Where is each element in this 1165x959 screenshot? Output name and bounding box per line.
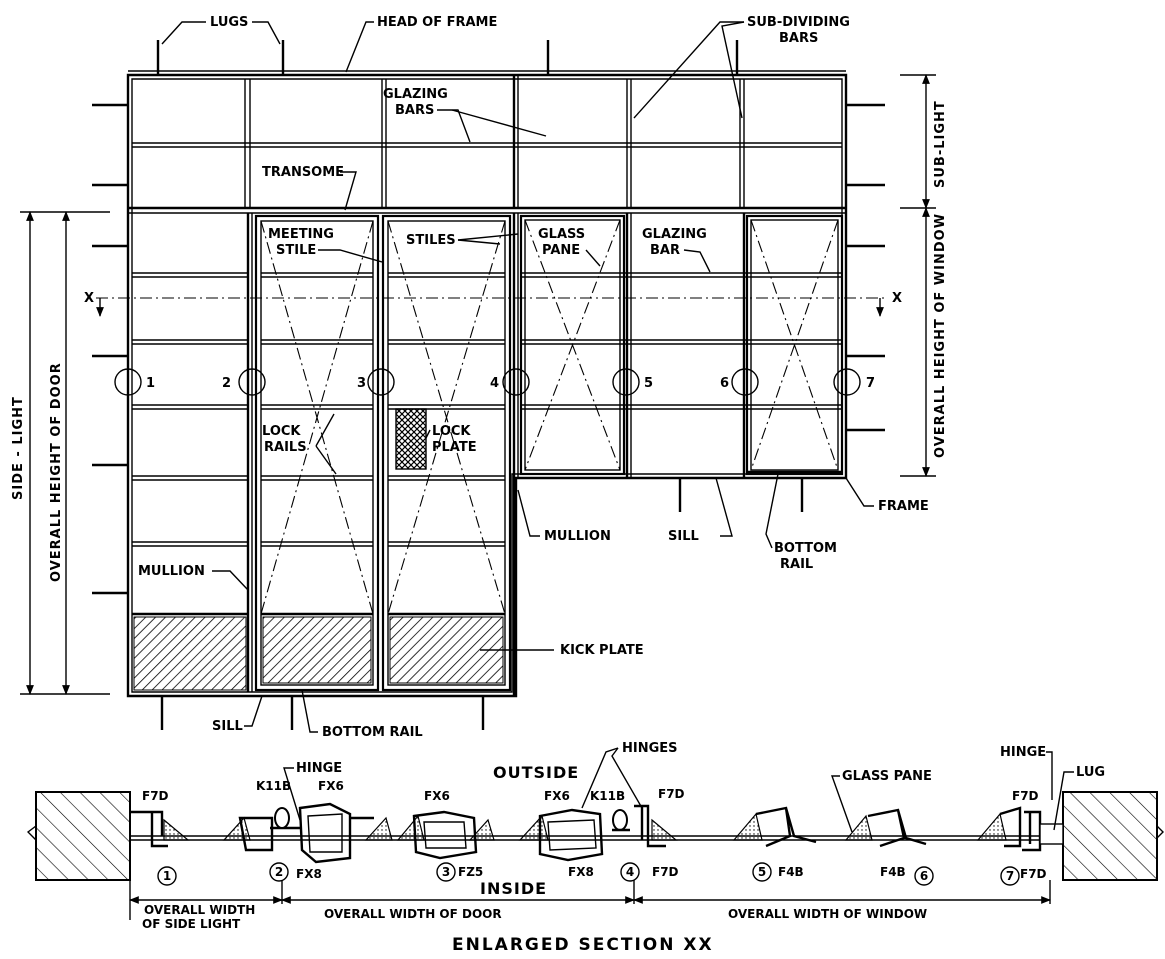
- section-label-hinge-right: HINGE: [1000, 745, 1046, 760]
- joint-circle-5: [612, 368, 640, 396]
- section-code-k11b-left: K11B: [256, 779, 291, 793]
- section-circle-2: 2: [275, 865, 283, 879]
- label-bottom-rail-bottom: BOTTOM RAIL: [322, 725, 423, 740]
- joint-circle-3: [367, 368, 395, 396]
- section-label-glass-pane: GLASS PANE: [842, 769, 932, 784]
- lugs-group: [92, 40, 885, 730]
- label-lock-plate-1: LOCK: [432, 424, 471, 439]
- label-lock-plate-2: PLATE: [432, 440, 477, 455]
- section-code-f4b-bottom-2: F4B: [880, 865, 906, 879]
- section-circle-3: 3: [442, 865, 450, 879]
- joint-circle-2: [238, 368, 266, 396]
- section-label-outside: OUTSIDE: [493, 763, 579, 782]
- joint-circle-6: [731, 368, 759, 396]
- label-overall-width-window: OVERALL WIDTH OF WINDOW: [728, 907, 927, 921]
- label-glazing-bars-2: BARS: [395, 103, 434, 118]
- label-side-light: SIDE - LIGHT: [11, 396, 26, 500]
- joint-circle-7: [833, 368, 861, 396]
- joint-label-3: 3: [357, 376, 366, 391]
- label-lock-rails-2: RAILS: [264, 440, 307, 455]
- section-code-f7d-top-right: F7D: [1012, 789, 1039, 803]
- section-code-f7d-top-mid: F7D: [658, 787, 685, 801]
- label-glass-pane-1: GLASS: [538, 227, 585, 242]
- wall-right: [1062, 791, 1158, 881]
- window: [512, 213, 844, 696]
- label-bottom-rail-right-2: RAIL: [780, 557, 813, 572]
- section-circle-1: 1: [163, 869, 171, 883]
- label-frame: FRAME: [878, 499, 929, 514]
- joint-label-6: 6: [720, 376, 729, 391]
- label-meeting-stile-2: STILE: [276, 243, 316, 258]
- label-lock-rails-1: LOCK: [262, 424, 301, 439]
- label-bottom-rail-right-1: BOTTOM: [774, 541, 837, 556]
- label-overall-width-door: OVERALL WIDTH OF DOOR: [324, 907, 502, 921]
- section-code-f7d-bottom-right: F7D: [1020, 867, 1047, 881]
- door-leaf-left: [254, 214, 380, 692]
- label-overall-height-window: OVERALL HEIGHT OF WINDOW: [933, 213, 948, 458]
- label-mullion-right: MULLION: [544, 529, 611, 544]
- section-code-fx6-top-2: FX6: [424, 789, 450, 803]
- label-sub-dividing-2: BARS: [779, 31, 818, 46]
- enlarged-section: OUTSIDE INSIDE HINGE HINGES HINGE LUG GL…: [26, 741, 1164, 955]
- label-transome: TRANSOME: [262, 165, 344, 180]
- vertical-dimensions: SIDE - LIGHT OVERALL HEIGHT OF DOOR SUB-…: [11, 74, 948, 695]
- section-code-k11b-right: K11B: [590, 789, 625, 803]
- section-label-inside: INSIDE: [480, 879, 547, 898]
- label-head-of-frame: HEAD OF FRAME: [377, 15, 497, 30]
- outer-frame: [126, 70, 848, 698]
- section-line-xx: X X: [84, 291, 902, 317]
- label-overall-width-side-light-2: OF SIDE LIGHT: [142, 917, 241, 931]
- label-sill-bottom: SILL: [212, 719, 243, 734]
- section-code-fx6-top-3: FX6: [544, 789, 570, 803]
- section-code-f7d-bottom-mid: F7D: [652, 865, 679, 879]
- label-overall-height-door: OVERALL HEIGHT OF DOOR: [49, 362, 64, 582]
- side-light: [132, 213, 253, 692]
- section-code-f4b-bottom-1: F4B: [778, 865, 804, 879]
- label-sub-dividing-1: SUB-DIVIDING: [747, 15, 850, 30]
- elevation-labels: LUGS HEAD OF FRAME SUB-DIVIDING BARS GLA…: [138, 15, 929, 740]
- section-circles: 1 2 3 4 5 6 7: [157, 862, 1020, 886]
- section-label-lug: LUG: [1076, 765, 1105, 780]
- label-meeting-stile-1: MEETING: [268, 227, 334, 242]
- joint-label-1: 1: [146, 376, 155, 391]
- section-code-f7d-top-left: F7D: [142, 789, 169, 803]
- section-title: ENLARGED SECTION XX: [452, 935, 714, 955]
- section-circle-7: 7: [1006, 869, 1014, 883]
- label-glazing-bar-2: BAR: [650, 243, 680, 258]
- label-overall-width-side-light-1: OVERALL WIDTH: [144, 903, 255, 917]
- section-label-hinges: HINGES: [622, 741, 678, 756]
- label-sub-light: SUB-LIGHT: [933, 100, 948, 188]
- wall-left: [35, 791, 131, 881]
- sub-light-panes: [132, 79, 842, 208]
- label-sill-right: SILL: [668, 529, 699, 544]
- joint-label-5: 5: [644, 376, 653, 391]
- section-circle-6: 6: [920, 869, 928, 883]
- section-circle-4: 4: [626, 865, 634, 879]
- joint-label-7: 7: [866, 376, 875, 391]
- section-code-fx8-bottom-2: FX8: [568, 865, 594, 879]
- section-label-hinge-left: HINGE: [296, 761, 342, 776]
- joint-markers: 1 2 3 4 5 6 7: [114, 368, 875, 396]
- joint-label-2: 2: [222, 376, 231, 391]
- label-glazing-bars-1: GLAZING: [383, 87, 448, 102]
- label-stiles: STILES: [406, 233, 456, 248]
- section-code-fz5-bottom: FZ5: [458, 865, 483, 879]
- label-lugs: LUGS: [210, 15, 248, 30]
- joint-circle-4: [502, 368, 530, 396]
- label-glass-pane-2: PANE: [542, 243, 580, 258]
- section-code-fx8-bottom-1: FX8: [296, 867, 322, 881]
- section-x-left-label: X: [84, 291, 94, 306]
- section-x-right-label: X: [892, 291, 902, 306]
- section-circle-5: 5: [758, 865, 766, 879]
- joint-label-4: 4: [490, 376, 499, 391]
- joint-circle-1: [114, 368, 142, 396]
- label-kick-plate: KICK PLATE: [560, 643, 644, 658]
- label-glazing-bar-1: GLAZING: [642, 227, 707, 242]
- section-code-fx6-top-1: FX6: [318, 779, 344, 793]
- label-mullion-left: MULLION: [138, 564, 205, 579]
